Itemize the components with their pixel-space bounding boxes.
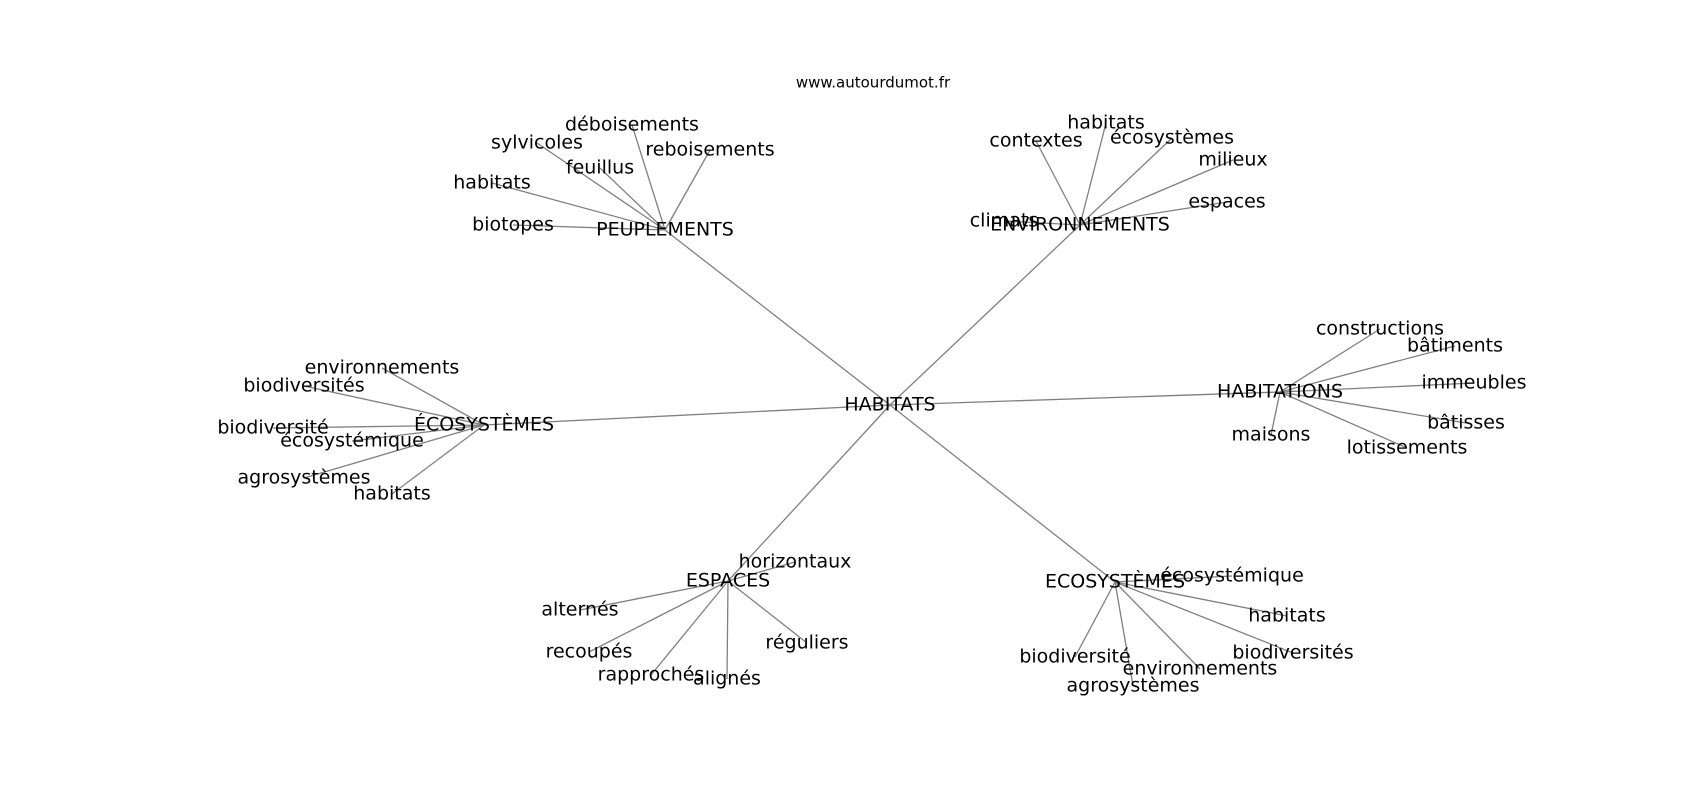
edge-environnements-leaf: [1003, 220, 1081, 226]
edge-habitations-leaf: [1279, 391, 1467, 424]
edge-ecosystemes-left-leaf: [391, 424, 485, 495]
edge-peuplements-leaf: [664, 149, 711, 231]
leaf-node: alignés: [693, 668, 761, 690]
edge-center-peuplements: [664, 229, 891, 406]
leaf-node: biotopes: [472, 214, 554, 236]
edge-habitations-leaf: [1279, 345, 1456, 393]
leaf-node: maisons: [1232, 424, 1311, 446]
edge-ecosystemes-left-leaf: [303, 385, 485, 426]
leaf-node: écosystémique: [1160, 565, 1304, 587]
hub-node-environnements: ENVIRONNEMENTS: [990, 214, 1170, 236]
leaf-node: habitats: [1067, 112, 1144, 134]
edge-peuplements-leaf: [512, 224, 666, 231]
leaf-node: réguliers: [765, 632, 848, 654]
edge-ecosystemes-left-leaf: [351, 424, 485, 442]
center-node: HABITATS: [844, 394, 935, 416]
edge-center-habitations: [889, 391, 1281, 406]
edge-habitations-leaf: [1270, 391, 1281, 436]
leaf-node: habitats: [453, 172, 530, 194]
edge-center-ecosystemes-left: [483, 404, 891, 426]
edge-ecosystemes-left-leaf: [272, 424, 485, 429]
edge-environnements-leaf: [1079, 137, 1173, 226]
leaf-node: reboisements: [645, 139, 774, 161]
hub-node-ecosystemes-right: ECOSYSTÈMES: [1045, 570, 1185, 593]
leaf-node: climats: [970, 210, 1039, 232]
leaf-node: écosystémique: [280, 430, 424, 452]
edge-habitations-leaf: [1279, 382, 1475, 393]
leaf-node: lotissements: [1347, 437, 1468, 459]
hub-node-ecosystemes-left: ÉCOSYSTÈMES: [414, 413, 554, 436]
edge-ecosystemes-right-leaf: [1114, 581, 1201, 670]
leaf-node: contextes: [989, 130, 1082, 152]
edge-espaces-leaf: [727, 580, 808, 644]
leaf-node: environnements: [1123, 658, 1278, 680]
edge-ecosystemes-left-leaf: [381, 367, 485, 426]
leaf-node: milieux: [1198, 149, 1267, 171]
edge-habitations-leaf: [1279, 328, 1381, 393]
edge-environnements-leaf: [1035, 140, 1081, 226]
edge-ecosystemes-right-leaf: [1114, 581, 1294, 654]
hub-node-peuplements: PEUPLEMENTS: [596, 219, 734, 241]
edge-espaces-leaf: [650, 580, 729, 676]
leaf-node: biodiversités: [243, 375, 364, 397]
leaf-node: écosystèmes: [1110, 127, 1234, 149]
hub-node-habitations: HABITATIONS: [1217, 381, 1343, 403]
edge-center-environnements: [889, 224, 1081, 406]
leaf-node: biodiversité: [217, 417, 328, 439]
leaf-node: horizontaux: [739, 551, 852, 573]
edge-habitations-leaf: [1279, 391, 1408, 449]
leaf-node: sylvicoles: [491, 132, 583, 154]
leaf-node: immeubles: [1422, 372, 1527, 394]
graph-edges: [272, 122, 1475, 687]
edge-ecosystemes-left-leaf: [303, 424, 485, 479]
hub-node-espaces: ESPACES: [686, 570, 770, 592]
leaf-node: agrosystèmes: [1067, 675, 1200, 697]
edge-espaces-leaf: [726, 580, 729, 680]
leaf-node: environnements: [305, 357, 460, 379]
edge-espaces-leaf: [727, 561, 796, 582]
leaf-node: constructions: [1316, 318, 1444, 340]
leaf-node: agrosystèmes: [238, 467, 371, 489]
edge-environnements-leaf: [1079, 159, 1234, 226]
graph-labels: HABITATS PEUPLEMENTS déboisementssylvicole…: [217, 112, 1526, 697]
edge-ecosystemes-right-leaf: [1074, 581, 1116, 658]
edge-ecosystemes-right-leaf: [1114, 581, 1134, 687]
edge-ecosystemes-right-leaf: [1114, 575, 1233, 583]
edge-environnements-leaf: [1079, 122, 1107, 226]
leaf-node: alternés: [541, 599, 618, 621]
site-url: www.autourdumot.fr: [796, 74, 951, 92]
leaf-node: bâtiments: [1407, 335, 1503, 357]
leaf-node: habitats: [1248, 605, 1325, 627]
edge-center-ecosystemes-right: [889, 404, 1116, 583]
leaf-node: biodiversité: [1019, 646, 1130, 668]
leaf-node: habitats: [353, 483, 430, 505]
leaf-node: espaces: [1188, 191, 1265, 213]
leaf-node: recoupés: [546, 641, 633, 663]
leaf-node: biodiversités: [1232, 642, 1353, 664]
edge-peuplements-leaf: [536, 142, 666, 231]
edge-peuplements-leaf: [491, 182, 666, 231]
edge-ecosystemes-right-leaf: [1114, 581, 1288, 617]
leaf-node: déboisements: [565, 114, 699, 136]
leaf-node: feuillus: [566, 157, 634, 179]
edge-peuplements-leaf: [599, 167, 666, 231]
edge-center-espaces: [727, 404, 891, 582]
edge-espaces-leaf: [579, 580, 729, 611]
edge-espaces-leaf: [588, 580, 729, 653]
edge-environnements-leaf: [1079, 201, 1228, 226]
edge-peuplements-leaf: [631, 124, 666, 231]
leaf-node: bâtisses: [1427, 412, 1505, 434]
leaf-node: rapprochés: [598, 664, 705, 686]
